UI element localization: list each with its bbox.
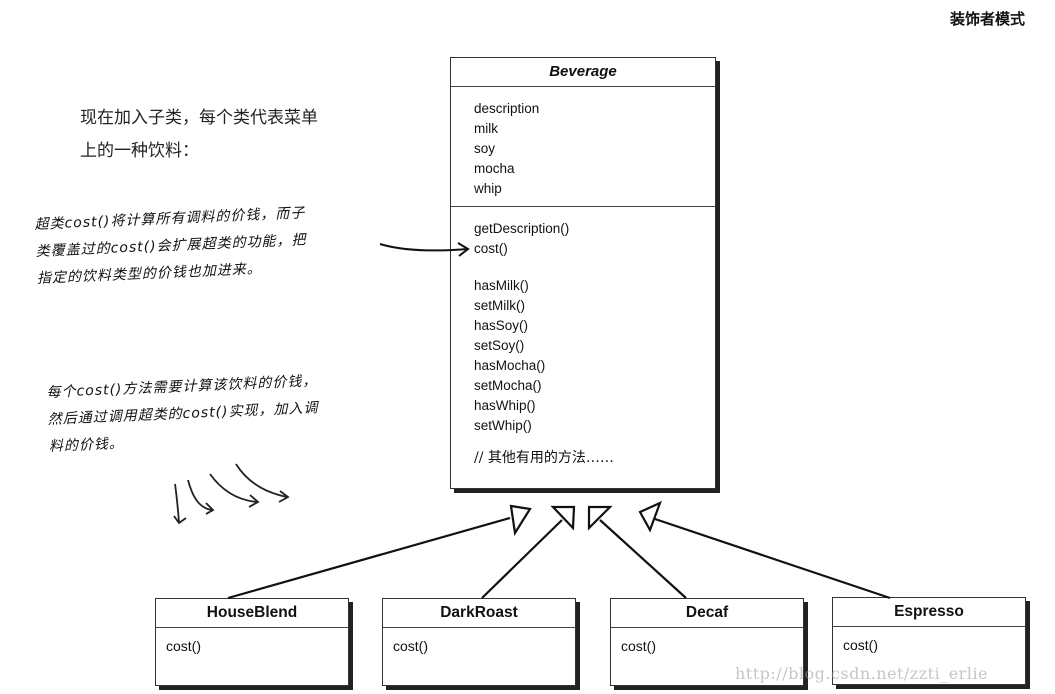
methods-comment: // 其他有用的方法…… — [474, 450, 614, 466]
method: cost() — [843, 637, 878, 653]
method: hasMocha() — [474, 358, 546, 373]
method: hasMilk() — [474, 278, 529, 293]
class-methods: getDescription() cost() hasMilk() setMil… — [451, 207, 715, 468]
method: cost() — [474, 241, 508, 256]
method: setSoy() — [474, 338, 525, 353]
squiggle-arrow-icon — [209, 473, 258, 503]
page-title: 装饰者模式 — [950, 10, 1026, 28]
intro-text: 现在加入子类，每个类代表菜单 上的一种饮料： — [80, 102, 400, 168]
inheritance-arrowhead-icon — [550, 505, 576, 531]
class-name: HouseBlend — [156, 599, 348, 628]
superclass-cost-annotation: 超类cost()将计算所有调料的价钱，而子 类覆盖过的cost()会扩展超类的功… — [34, 197, 387, 293]
class-name: Decaf — [611, 599, 803, 628]
inheritance-line-darkroast — [481, 519, 563, 599]
class-name: Beverage — [451, 58, 715, 87]
method: setMocha() — [474, 378, 542, 393]
inheritance-line-decaf — [599, 519, 687, 599]
attribute: soy — [474, 141, 496, 156]
class-attributes: description milk soy mocha whip — [451, 87, 715, 207]
espresso-class-box: Espresso cost() — [832, 597, 1026, 685]
intro-line: 上的一种饮料： — [80, 141, 199, 161]
method: setWhip() — [474, 418, 532, 433]
intro-line: 现在加入子类，每个类代表菜单 — [80, 108, 318, 128]
watermark: http://blog.csdn.net/zzti_erlie — [735, 664, 989, 683]
subclass-cost-annotation: 每个cost()方法需要计算该饮料的价钱， 然后通过调用超类的cost()实现，… — [46, 365, 399, 461]
beverage-class-box: Beverage description milk soy mocha whip… — [450, 57, 716, 489]
class-name: DarkRoast — [383, 599, 575, 628]
squiggle-arrow-icon — [187, 479, 213, 511]
method: hasWhip() — [474, 398, 536, 413]
inheritance-arrowhead-icon — [509, 504, 532, 537]
attribute: mocha — [474, 161, 515, 176]
inheritance-line-houseblend — [227, 516, 511, 600]
decaf-class-box: Decaf cost() — [610, 598, 804, 686]
method: cost() — [621, 638, 656, 654]
attribute: whip — [474, 181, 502, 196]
darkroast-class-box: DarkRoast cost() — [382, 598, 576, 686]
squiggle-arrow-icon — [235, 463, 288, 498]
class-name: Espresso — [833, 598, 1025, 627]
method: cost() — [393, 638, 428, 654]
method: cost() — [166, 638, 201, 654]
inheritance-arrowhead-icon — [638, 500, 662, 533]
inheritance-line-espresso — [651, 516, 891, 600]
inheritance-arrowhead-icon — [587, 505, 613, 531]
attribute: description — [474, 101, 540, 116]
squiggle-arrow-icon — [174, 483, 180, 523]
method: getDescription() — [474, 221, 570, 236]
houseblend-class-box: HouseBlend cost() — [155, 598, 349, 686]
method: setMilk() — [474, 298, 525, 313]
method: hasSoy() — [474, 318, 529, 333]
attribute: milk — [474, 121, 498, 136]
